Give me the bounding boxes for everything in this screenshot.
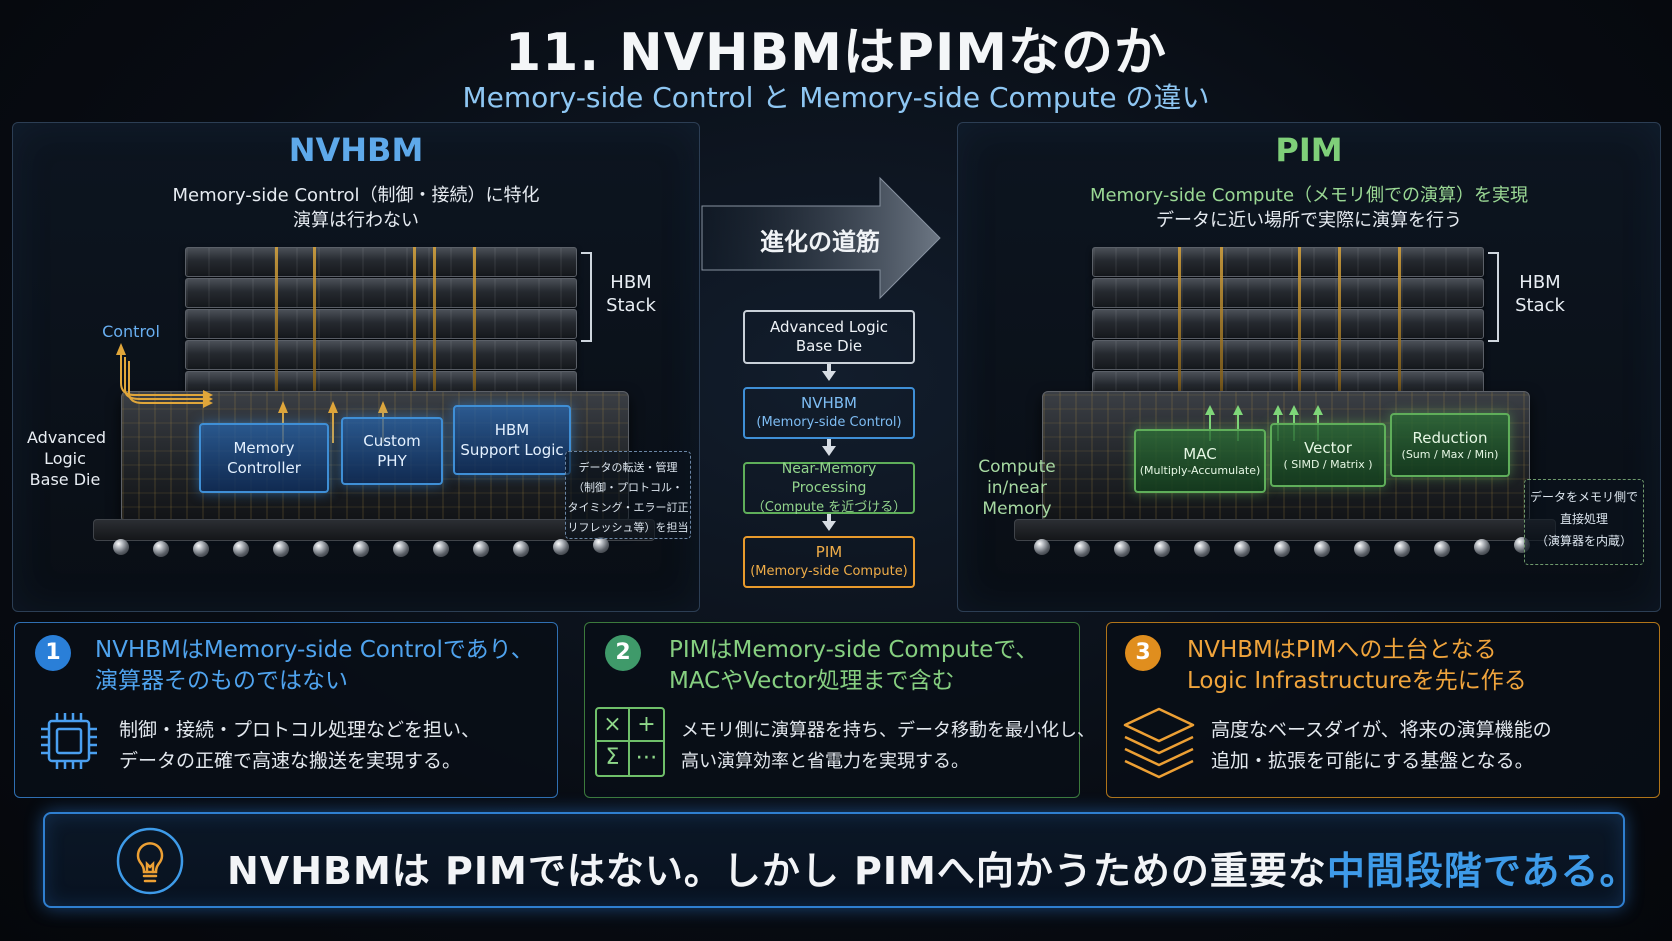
calculator-icon: × + Σ ⋯ [595, 707, 665, 777]
nvhbm-panel: NVHBM Memory-side Control（制御・接続）に特化 演算は行… [12, 122, 700, 612]
conclusion-banner: NVHBMは PIMではない。しかし PIMへ向かうための重要な中間段階である。 [43, 812, 1638, 908]
pim-panel: PIM Memory-side Compute（メモリ側での演算）を実現 データ… [957, 122, 1661, 612]
flow-arrow-2 [822, 446, 836, 456]
card-1-heading: NVHBMはMemory-side Controlであり、演算器そのものではない [95, 637, 534, 694]
conclusion-text: NVHBMは PIMではない。しかし PIMへ向かうための重要な中間段階である。 [227, 849, 1639, 893]
mac-block: MAC(Multiply-Accumulate) [1134, 429, 1266, 493]
flow-arrow-3 [822, 521, 836, 531]
hbm-stack-bracket [581, 252, 592, 342]
card-1-body: 制御・接続・プロトコル処理などを担い、データの正確で高速な搬送を実現する。 [119, 719, 481, 772]
hbm-stack-bracket [1488, 252, 1499, 342]
lightbulb-icon [116, 827, 184, 895]
reduction-block: Reduction(Sum / Max / Min) [1390, 413, 1510, 477]
chip-icon [41, 713, 97, 769]
nvhbm-desc-line1: Memory-side Control（制御・接続）に特化 [172, 185, 540, 206]
card-2-heading: PIMはMemory-side Computeで、MACやVector処理まで含… [669, 637, 1039, 694]
pim-panel-title: PIM [1275, 131, 1343, 169]
card-number-1: 1 [35, 635, 71, 671]
page-title: 11. NVHBMはPIMなのか [504, 23, 1168, 83]
evolution-arrow-label: 進化の道筋 [760, 228, 880, 256]
conclusion-highlight: 中間段階である。 [1326, 849, 1639, 893]
vector-block: Vector( SIMD / Matrix ) [1270, 423, 1386, 487]
card-nvhbm-control: 1 NVHBMはMemory-side Controlであり、演算器そのものでは… [14, 622, 558, 798]
card-number-2: 2 [605, 635, 641, 671]
flow-step-nvhbm: NVHBM(Memory-side Control) [743, 387, 915, 439]
evolution-arrow [701, 176, 941, 300]
page-subtitle: Memory-side Control と Memory-side Comput… [462, 81, 1210, 114]
nvhbm-note: データの転送・管理（制御・プロトコル・タイミング・エラー訂正リフレッシュ等）を担… [565, 451, 691, 539]
flow-step-near-memory: Near-Memory Processing（Compute を近づける） [743, 461, 915, 515]
card-2-body: メモリ側に演算器を持ち、データ移動を最小化し、高い演算効率と省電力を実現する。 [681, 720, 1095, 772]
pim-desc-line2: データに近い場所で実際に演算を行う [1156, 210, 1462, 231]
control-arrows [116, 343, 388, 443]
nvhbm-panel-title: NVHBM [288, 131, 424, 169]
flow-arrow-1 [822, 371, 836, 381]
card-pim-compute: 2 PIMはMemory-side Computeで、MACやVector処理ま… [584, 622, 1095, 798]
pim-desc-line1: Memory-side Compute（メモリ側での演算）を実現 [1089, 185, 1529, 206]
card-3-body: 高度なベースダイが、将来の演算機能の追加・拡張を可能にする基盤となる。 [1211, 719, 1552, 772]
card-number-3: 3 [1125, 635, 1161, 671]
pim-note: データをメモリ側で直接処理（演算器を内蔵） [1524, 479, 1644, 565]
flow-step-pim: PIM(Memory-side Compute) [743, 536, 915, 588]
layers-icon [1123, 707, 1195, 779]
nvhbm-desc-line2: 演算は行わない [293, 210, 419, 231]
control-label: Control [102, 322, 160, 341]
substrate [1014, 519, 1556, 541]
